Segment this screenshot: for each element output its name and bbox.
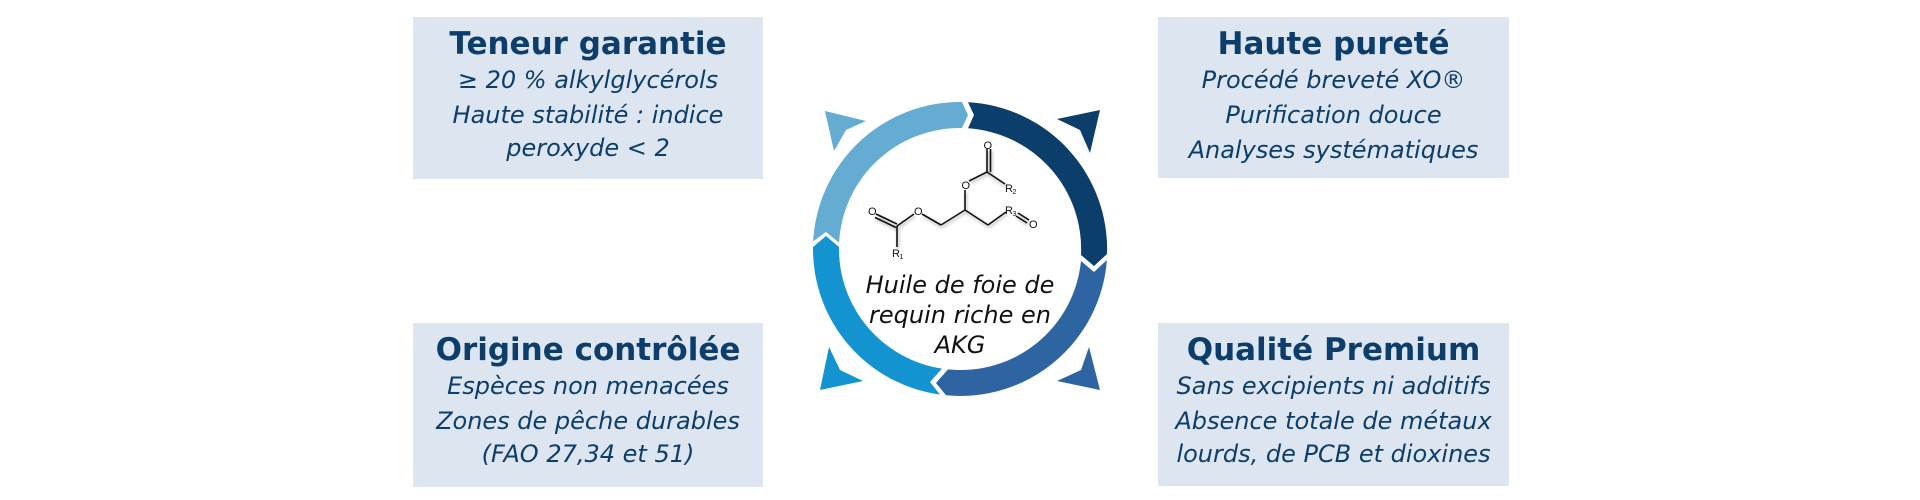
center-label-line: Huile de foie de bbox=[865, 271, 1055, 299]
center-label: Huile de foie de requin riche en AKG bbox=[860, 270, 1060, 360]
feature-title: Teneur garantie bbox=[449, 26, 727, 62]
feature-line: (FAO 27,34 et 51) bbox=[481, 440, 695, 468]
cycle-segment-top-left bbox=[813, 101, 968, 243]
svg-text:2: 2 bbox=[1013, 189, 1017, 196]
cycle-segment-bottom-left bbox=[812, 236, 942, 395]
feature-box-origine-controlee: Origine contrôlée Espèces non menacées Z… bbox=[413, 323, 763, 487]
feature-line: lourds, de PCB et dioxines bbox=[1176, 440, 1491, 468]
svg-text:O: O bbox=[868, 206, 877, 218]
svg-text:O: O bbox=[984, 140, 993, 152]
triangle-arrow-icon bbox=[1057, 347, 1100, 390]
triangle-arrow-icon bbox=[1057, 110, 1100, 153]
feature-title: Qualité Premium bbox=[1186, 332, 1481, 368]
feature-line: Purification douce bbox=[1225, 101, 1442, 129]
svg-text:R: R bbox=[1005, 205, 1013, 217]
cycle-segment-top-right bbox=[968, 102, 1108, 266]
feature-line: peroxyde < 2 bbox=[506, 134, 670, 162]
feature-line: Procédé breveté XO® bbox=[1201, 66, 1466, 94]
triangle-arrow-icon bbox=[825, 111, 866, 151]
feature-line: Zones de pêche durables bbox=[436, 407, 740, 435]
molecule-structure bbox=[874, 149, 1030, 247]
svg-text:O: O bbox=[1029, 219, 1038, 231]
molecule-labels: O O R 1 O O R 2 R 3 O bbox=[868, 140, 1038, 261]
feature-box-teneur-garantie: Teneur garantie ≥ 20 % alkylglycérols Ha… bbox=[413, 17, 763, 179]
svg-text:1: 1 bbox=[900, 254, 904, 261]
feature-line: Analyses systématiques bbox=[1188, 136, 1479, 164]
feature-box-qualite-premium: Qualité Premium Sans excipients ni addit… bbox=[1158, 323, 1509, 486]
center-label-line: AKG bbox=[934, 331, 986, 359]
svg-text:O: O bbox=[962, 180, 971, 192]
svg-text:3: 3 bbox=[1013, 211, 1017, 218]
feature-title: Origine contrôlée bbox=[435, 332, 741, 368]
feature-box-haute-purete: Haute pureté Procédé breveté XO® Purific… bbox=[1158, 17, 1509, 178]
triangle-arrow-icon bbox=[820, 347, 863, 390]
svg-text:R: R bbox=[892, 248, 900, 260]
feature-line: Haute stabilité : indice bbox=[452, 101, 724, 129]
feature-title: Haute pureté bbox=[1217, 26, 1450, 62]
feature-line: Absence totale de métaux bbox=[1175, 407, 1492, 435]
svg-text:O: O bbox=[914, 206, 923, 218]
feature-line: Espèces non menacées bbox=[447, 372, 729, 400]
feature-line: Sans excipients ni additifs bbox=[1176, 372, 1491, 400]
center-label-line: requin riche en bbox=[869, 301, 1051, 329]
svg-text:R: R bbox=[1005, 183, 1013, 195]
cycle-segment-bottom-right bbox=[936, 260, 1107, 396]
feature-line: ≥ 20 % alkylglycérols bbox=[457, 66, 719, 94]
